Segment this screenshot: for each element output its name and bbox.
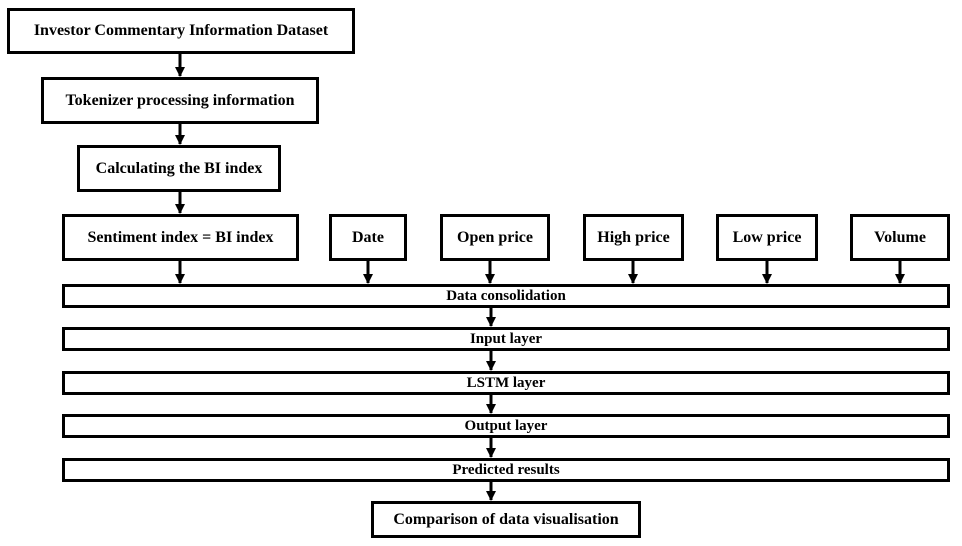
node-dataset: Investor Commentary Information Dataset [7, 8, 355, 54]
node-date: Date [329, 214, 407, 261]
node-output-layer: Output layer [62, 414, 950, 438]
node-volume: Volume [850, 214, 950, 261]
node-lstm-layer: LSTM layer [62, 371, 950, 395]
node-predicted-results: Predicted results [62, 458, 950, 482]
node-tokenizer: Tokenizer processing information [41, 77, 319, 124]
node-comparison: Comparison of data visualisation [371, 501, 641, 538]
node-data-consolidation: Data consolidation [62, 284, 950, 308]
node-low-price: Low price [716, 214, 818, 261]
node-input-layer: Input layer [62, 327, 950, 351]
node-high-price: High price [583, 214, 684, 261]
node-bi-index: Calculating the BI index [77, 145, 281, 192]
node-sentiment-index: Sentiment index = BI index [62, 214, 299, 261]
node-open-price: Open price [440, 214, 550, 261]
